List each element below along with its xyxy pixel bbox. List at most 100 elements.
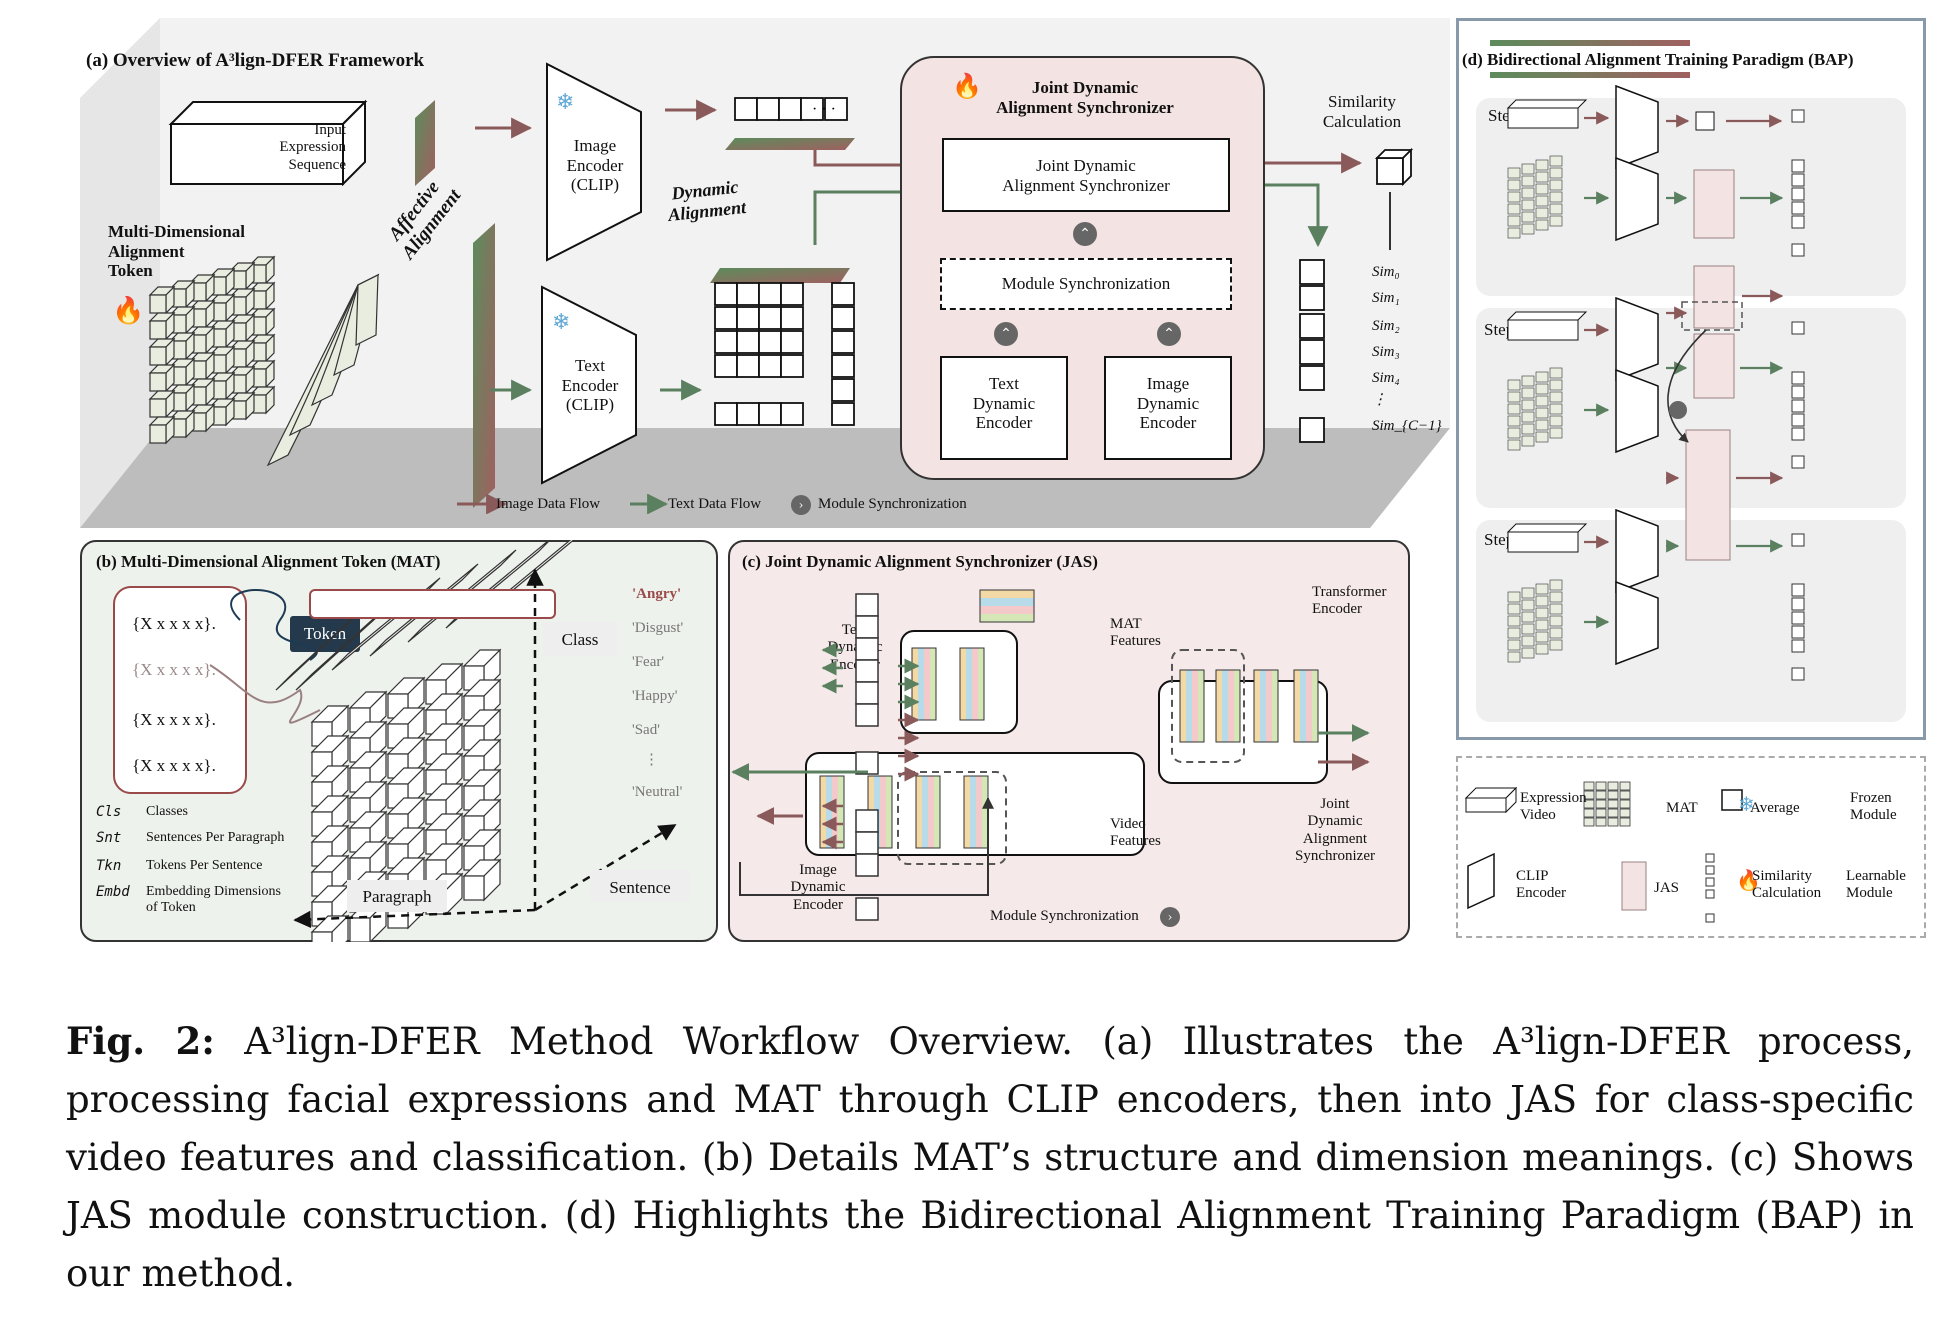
legend-mat-cell xyxy=(1619,790,1631,800)
panel-a-title: (a) Overview of A³lign-DFER Framework xyxy=(86,50,425,71)
sentence-4: {X x x x x}. xyxy=(132,756,216,775)
transformer-strip xyxy=(1216,670,1222,742)
sync-curve xyxy=(1667,329,1707,443)
legend-average: Average xyxy=(1750,800,1800,816)
mat-mini xyxy=(1549,391,1563,403)
mat-mini xyxy=(1535,159,1549,171)
mat-mini xyxy=(1535,395,1549,407)
learnable-fire-icon: 🔥 xyxy=(952,72,982,100)
text-token-cube xyxy=(831,330,855,354)
legend-d xyxy=(1456,756,1926,938)
transformer-strip xyxy=(1186,670,1192,742)
clip-encoder xyxy=(1615,368,1659,454)
mat-mini xyxy=(1549,627,1563,639)
transformer-strip xyxy=(826,776,832,848)
mat-mini xyxy=(1507,427,1521,439)
mat-mini xyxy=(1507,379,1521,391)
jas-inner-label: Joint Dynamic Alignment Synchronizer xyxy=(1002,156,1170,195)
mat-mini xyxy=(1535,195,1549,207)
average-box xyxy=(1695,111,1715,131)
text-token-cube xyxy=(714,354,738,378)
sim-cube-small xyxy=(1791,399,1805,413)
panel-b-title: (b) Multi-Dimensional Alignment Token (M… xyxy=(96,552,441,571)
mat-mini xyxy=(1549,603,1563,615)
sim-cube-small xyxy=(1791,667,1805,681)
def-key: Snt xyxy=(96,830,122,846)
text-encoder-label: Text Encoder (CLIP) xyxy=(561,356,619,415)
transformer-strip xyxy=(964,776,970,848)
similarity-label: Similarity Calculation xyxy=(1322,92,1402,131)
sim-cube-small xyxy=(1791,625,1805,639)
transformer-strip xyxy=(1272,670,1278,742)
mat-mini xyxy=(1535,407,1549,419)
transformer-strip xyxy=(972,648,978,720)
sim-cube-small xyxy=(1791,533,1805,547)
image-flow-legend-arrow xyxy=(457,494,508,514)
mat-mini xyxy=(1507,591,1521,603)
legend-similarity: Similarity Calculation xyxy=(1752,868,1822,902)
legend-d-icons xyxy=(1464,781,1743,923)
image-dynamic-encoder-box xyxy=(1104,356,1232,460)
sim-cube xyxy=(1299,417,1325,443)
transformer-strip xyxy=(880,776,886,848)
mat-mini xyxy=(1535,607,1549,619)
transformer-block xyxy=(959,647,985,721)
mat-mini xyxy=(1535,431,1549,443)
mat-mini xyxy=(1507,215,1521,227)
transformer-strip xyxy=(1222,670,1228,742)
text-dynamic-encoder-box xyxy=(940,356,1068,460)
transformer-strip xyxy=(982,776,988,848)
legend-mat-cell xyxy=(1619,817,1631,827)
module-sync-label: Module Synchronization xyxy=(1001,274,1171,293)
mat-mini xyxy=(1521,623,1535,635)
clip-encoder xyxy=(1615,296,1659,382)
transformer-block xyxy=(1179,669,1205,743)
transformer-strip xyxy=(976,776,982,848)
sim-label: Sim_{C−1} xyxy=(1372,418,1442,434)
chevron-up-icon: ⌃ xyxy=(1157,322,1181,346)
mat-mini xyxy=(1521,399,1535,411)
sim-label: Sim₁ xyxy=(1372,290,1400,306)
mat-mini xyxy=(1521,187,1535,199)
sim-cube xyxy=(1299,365,1325,391)
panel-a-flow-arrows: · · · xyxy=(475,97,1414,443)
text-token-cube xyxy=(758,354,782,378)
mat-cube-grid xyxy=(148,255,380,467)
clip-encoder xyxy=(1615,84,1659,170)
jas-box xyxy=(1685,429,1731,561)
def-key: Tkn xyxy=(96,858,122,874)
sentence-axis-label: Sentence xyxy=(609,878,671,897)
jas-box xyxy=(1693,265,1735,329)
sim-cube-small xyxy=(1791,583,1805,597)
mat-mini xyxy=(1507,203,1521,215)
clip-encoder xyxy=(1615,580,1659,666)
transformer-strip xyxy=(1198,670,1204,742)
jas-inner-box xyxy=(942,138,1230,212)
text-token-cube xyxy=(780,330,804,354)
text-token-cube xyxy=(831,282,855,306)
mat-mini xyxy=(1549,367,1563,379)
mat-mini xyxy=(1521,647,1535,659)
frozen-snowflake-icon: ❄ xyxy=(1738,792,1755,816)
frozen-snowflake-icon: ❄ xyxy=(552,310,571,335)
text-token-cube xyxy=(714,330,738,354)
mat-mini xyxy=(1521,211,1535,223)
sim-cube-small xyxy=(1791,413,1805,427)
mat-mini xyxy=(1535,619,1549,631)
mat-mini xyxy=(1549,179,1563,191)
sentence-2: {X x x x x}. xyxy=(132,660,216,679)
text-token-cube xyxy=(780,282,804,306)
sim-label: Sim₄ xyxy=(1372,370,1400,386)
legend-mat-cell xyxy=(1583,781,1595,791)
transformer-strip xyxy=(838,776,844,848)
mat-mini xyxy=(1507,227,1521,239)
sim-cube xyxy=(1299,259,1325,285)
jas-title: Joint Dynamic Alignment Synchronizer xyxy=(996,78,1174,117)
legend-mat: MAT xyxy=(1666,800,1698,816)
text-token-cube xyxy=(831,402,855,426)
transformer-strip xyxy=(924,648,930,720)
caption-text: A³lign-DFER Method Workflow Overview. (a… xyxy=(66,1020,1914,1295)
transformer-strip xyxy=(966,648,972,720)
transformer-strip xyxy=(1192,670,1198,742)
clip-encoder xyxy=(1615,508,1659,594)
